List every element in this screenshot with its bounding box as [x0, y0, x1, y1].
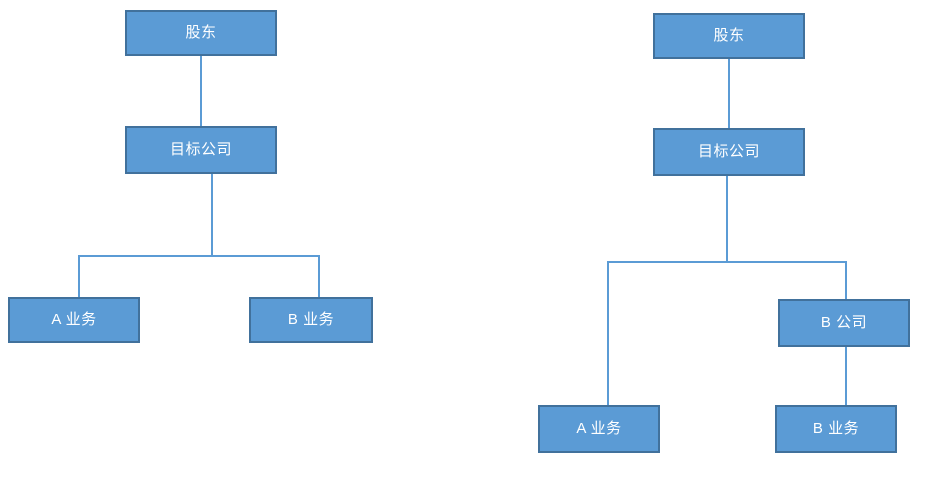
node-label: B 业务 — [812, 420, 860, 437]
node-l-biz-b[interactable]: B 业务 — [249, 297, 373, 343]
connector-line — [726, 176, 728, 263]
node-r-company-b[interactable]: B 公司 — [778, 299, 910, 347]
node-r-target[interactable]: 目标公司 — [653, 128, 805, 176]
node-label: 股东 — [185, 24, 217, 41]
connector-line — [78, 255, 80, 299]
connector-line — [78, 255, 320, 257]
connector-line — [728, 59, 730, 128]
node-label: B 公司 — [820, 314, 868, 331]
connector-line — [845, 261, 847, 301]
connector-line — [845, 347, 847, 405]
node-label: 股东 — [713, 27, 745, 44]
node-label: 目标公司 — [169, 141, 232, 158]
connector-line — [607, 261, 609, 405]
node-r-biz-b[interactable]: B 业务 — [775, 405, 897, 453]
node-r-shareholder[interactable]: 股东 — [653, 13, 805, 59]
connector-line — [200, 56, 202, 126]
node-label: B 业务 — [287, 311, 335, 328]
node-r-biz-a[interactable]: A 业务 — [538, 405, 660, 453]
node-label: 目标公司 — [697, 143, 760, 160]
connector-line — [318, 255, 320, 299]
node-l-shareholder[interactable]: 股东 — [125, 10, 277, 56]
node-label: A 业务 — [51, 311, 97, 328]
node-label: A 业务 — [576, 420, 622, 437]
connector-line — [211, 174, 213, 257]
node-l-biz-a[interactable]: A 业务 — [8, 297, 140, 343]
connector-line — [607, 261, 847, 263]
node-l-target[interactable]: 目标公司 — [125, 126, 277, 174]
